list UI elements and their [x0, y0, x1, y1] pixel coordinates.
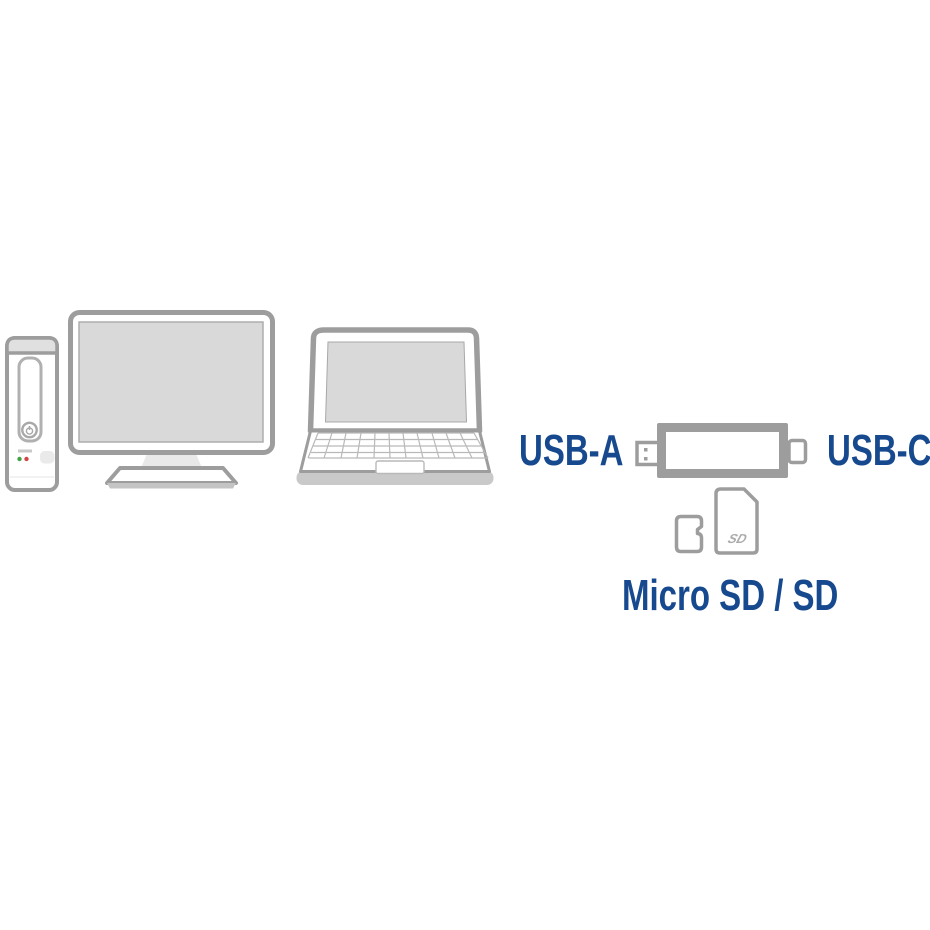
- usb-a-plug-icon: [635, 440, 661, 467]
- monitor-base-shadow: [107, 483, 236, 489]
- monitor-icon: [68, 310, 275, 489]
- laptop-screen: [324, 341, 468, 423]
- usb-c-plug-icon: [787, 438, 808, 465]
- led-red: [24, 456, 29, 462]
- laptop-icon: [296, 327, 494, 485]
- tower-top-cap: [5, 336, 59, 355]
- led-green: [17, 456, 22, 462]
- sd-logo-text: SD: [726, 531, 749, 546]
- monitor-base: [105, 466, 238, 485]
- micro-sd-sd-label: Micro SD / SD: [622, 571, 839, 620]
- drive-slot: [18, 449, 32, 453]
- monitor-screen: [78, 321, 264, 443]
- sd-card-icon: SD: [714, 487, 759, 555]
- tower-front-panel: [17, 356, 43, 443]
- card-reader-icon: [635, 423, 808, 478]
- power-button-icon: [21, 421, 38, 439]
- laptop-bottom-edge: [296, 471, 494, 485]
- usb-c-label: USB-C: [827, 426, 930, 475]
- drive-button: [40, 451, 55, 464]
- usb-a-label: USB-A: [519, 426, 624, 475]
- laptop-base: [299, 429, 491, 473]
- pc-tower-icon: [5, 336, 59, 492]
- laptop-keyboard: [307, 432, 489, 459]
- micro-sd-card-icon: [674, 514, 704, 554]
- laptop-trackpad: [375, 460, 425, 475]
